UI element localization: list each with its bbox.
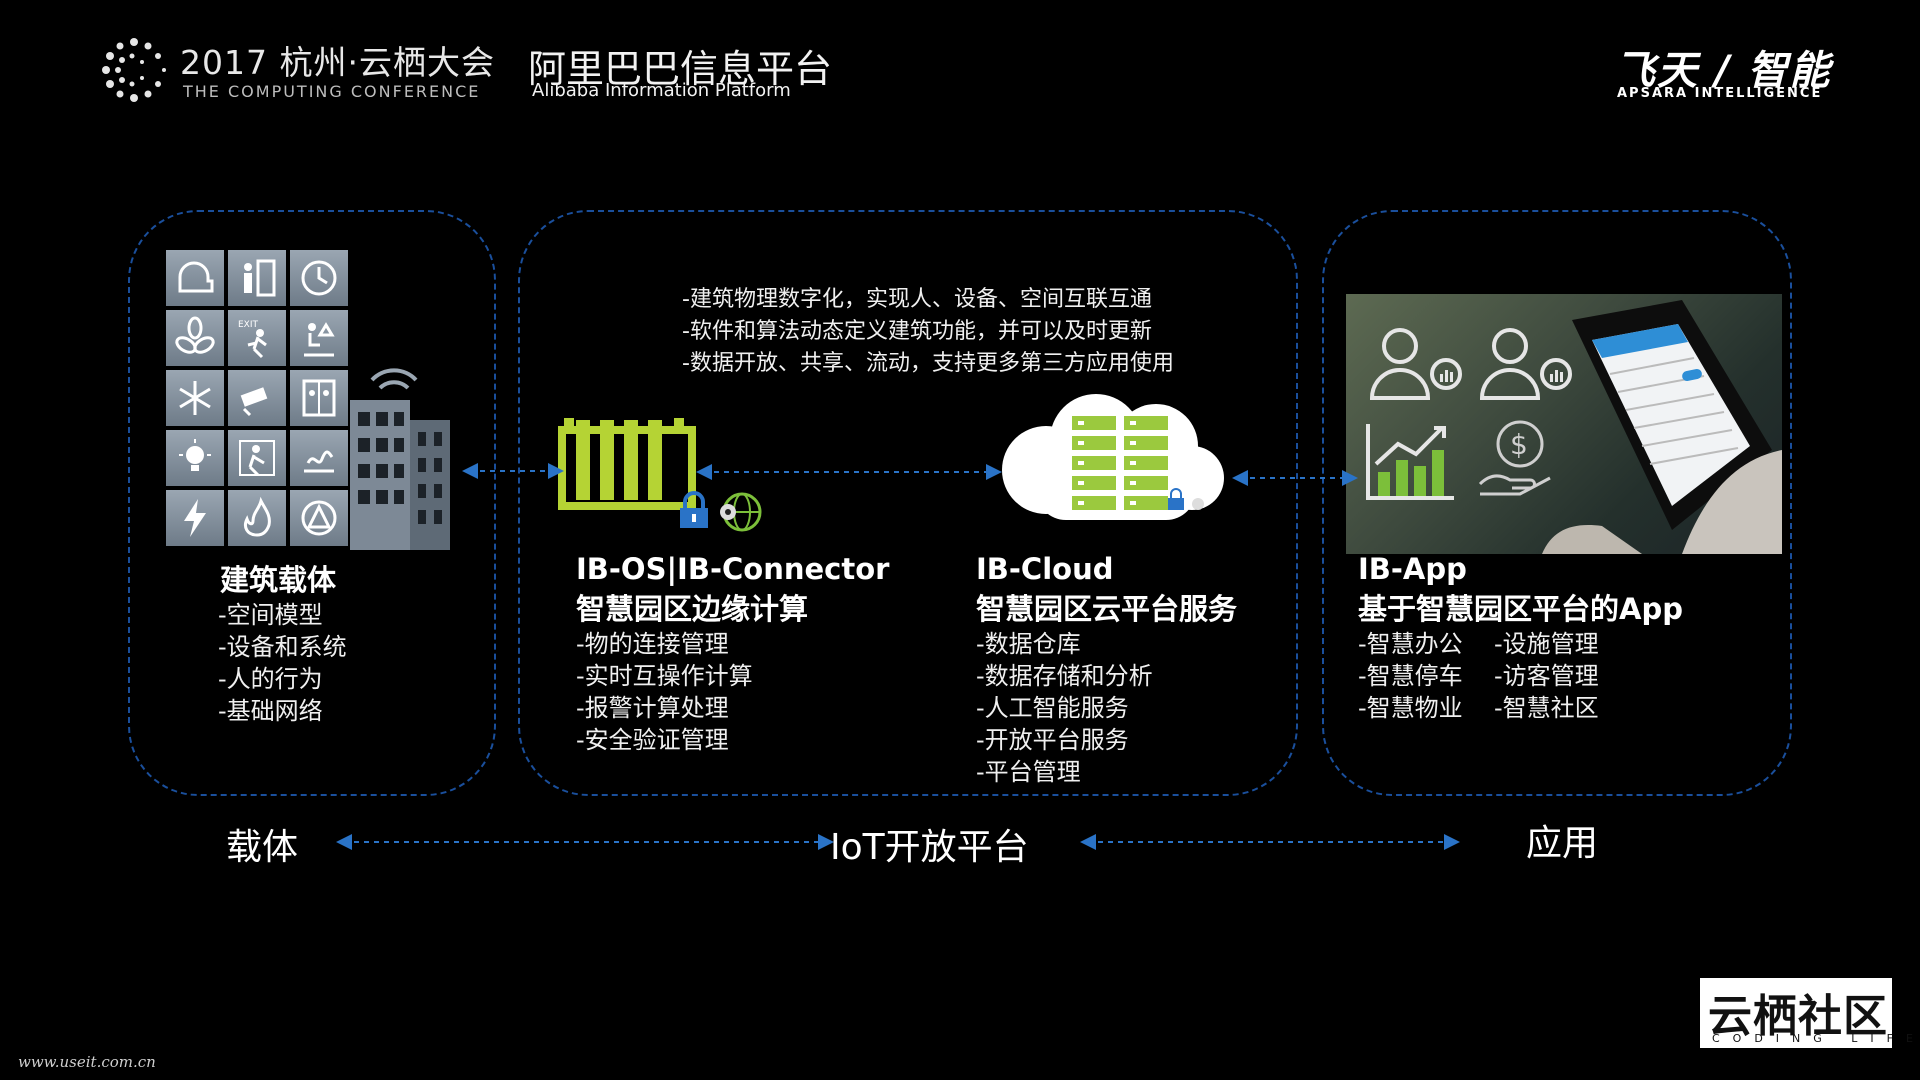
carrier-region <box>128 210 496 796</box>
camera-icon <box>228 370 286 426</box>
app-title: IB-App <box>1358 552 1467 586</box>
dollar-hand-icon: $ <box>1478 420 1551 496</box>
door-person-icon <box>228 250 286 306</box>
app-item: -智慧停车 <box>1358 662 1463 690</box>
wifi-signal-icon <box>370 368 418 390</box>
intro-bullet: -软件和算法动态定义建筑功能，并可以及时更新 <box>682 319 1152 344</box>
edge-device-icon <box>558 418 696 510</box>
bottom-label-carrier: 载体 <box>226 827 299 868</box>
yunqi-logo-box <box>1700 978 1892 1048</box>
carrier-item: -空间模型 <box>218 601 323 629</box>
alibaba-platform-subtitle: Alibaba Information Platform <box>532 80 791 101</box>
globe-gear-icon <box>720 492 762 532</box>
yunqi-logo-subtitle: CODING LIFE <box>1712 1032 1920 1045</box>
cloud-server-icon <box>1002 394 1224 520</box>
edge-title: IB-OS|IB-Connector <box>576 552 890 586</box>
platform-region <box>518 210 1298 796</box>
building-function-icons: EXIT <box>166 250 348 548</box>
cloud-item: -开放平台服务 <box>976 726 1129 754</box>
edge-item: -实时互操作计算 <box>576 662 753 690</box>
app-item: -智慧物业 <box>1358 694 1463 722</box>
app-region <box>1322 210 1792 796</box>
lightbulb-icon <box>166 430 224 486</box>
intro-bullet: -建筑物理数字化，实现人、设备、空间互联互通 <box>682 287 1152 312</box>
edge-item: -报警计算处理 <box>576 694 729 722</box>
cloud-item: -数据存储和分析 <box>976 662 1153 690</box>
building-icon <box>350 400 450 550</box>
svg-text:EXIT: EXIT <box>238 320 259 330</box>
conference-subtitle: THE COMPUTING CONFERENCE <box>183 82 481 101</box>
users-chart-icon <box>1369 328 1572 400</box>
apsara-logo-title: 飞天 / 智能 <box>1615 48 1832 94</box>
growth-chart-icon <box>1366 424 1454 500</box>
app-item: -智慧办公 <box>1358 630 1463 658</box>
exit-sign-icon: EXIT <box>228 310 286 366</box>
cloud-item: -人工智能服务 <box>976 694 1129 722</box>
cloud-item: -数据仓库 <box>976 630 1081 658</box>
carrier-item: -基础网络 <box>218 697 323 725</box>
apsara-logo-subtitle: APSARA INTELLIGENCE <box>1617 86 1823 101</box>
edge-item: -安全验证管理 <box>576 726 729 754</box>
snowflake-icon <box>166 370 224 426</box>
cloud-subtitle: 智慧园区云平台服务 <box>976 592 1238 626</box>
carrier-item: -人的行为 <box>218 665 323 693</box>
footer-url: www.useit.com.cn <box>18 1053 156 1071</box>
svg-text:$: $ <box>1510 428 1528 461</box>
emergency-exit-icon <box>228 430 286 486</box>
app-item: -智慧社区 <box>1494 694 1599 722</box>
edge-item: -物的连接管理 <box>576 630 729 658</box>
app-photo: $ <box>1346 294 1782 554</box>
desk-worker-icon <box>290 310 348 366</box>
conference-logo-icon <box>102 38 166 102</box>
cloud-title: IB-Cloud <box>976 552 1114 586</box>
app-item: -访客管理 <box>1494 662 1599 690</box>
app-subtitle: 基于智慧园区平台的App <box>1358 592 1683 626</box>
lightning-icon <box>166 490 224 546</box>
intro-bullet: -数据开放、共享、流动，支持更多第三方应用使用 <box>682 351 1174 376</box>
clock-icon <box>290 250 348 306</box>
conference-title: 2017 杭州·云栖大会 <box>180 43 495 82</box>
app-item: -设施管理 <box>1494 630 1599 658</box>
alarm-icon <box>290 490 348 546</box>
cloud-item: -平台管理 <box>976 758 1081 786</box>
edge-subtitle: 智慧园区边缘计算 <box>576 592 809 626</box>
carrier-title: 建筑载体 <box>220 563 337 597</box>
carrier-item: -设备和系统 <box>218 633 347 661</box>
lock-icon <box>680 491 708 528</box>
signature-icon <box>290 430 348 486</box>
yunqi-logo-title: 云栖社区 <box>1708 991 1888 1042</box>
smartphone-icon <box>1542 300 1782 554</box>
alibaba-platform-title: 阿里巴巴信息平台 <box>528 47 833 91</box>
space-model-icon <box>166 250 224 306</box>
bottom-label-platform: IoT开放平台 <box>830 827 1029 868</box>
fire-icon <box>228 490 286 546</box>
elevator-icon <box>290 370 348 426</box>
fan-icon <box>166 310 224 366</box>
bottom-label-app: 应用 <box>1526 823 1599 864</box>
